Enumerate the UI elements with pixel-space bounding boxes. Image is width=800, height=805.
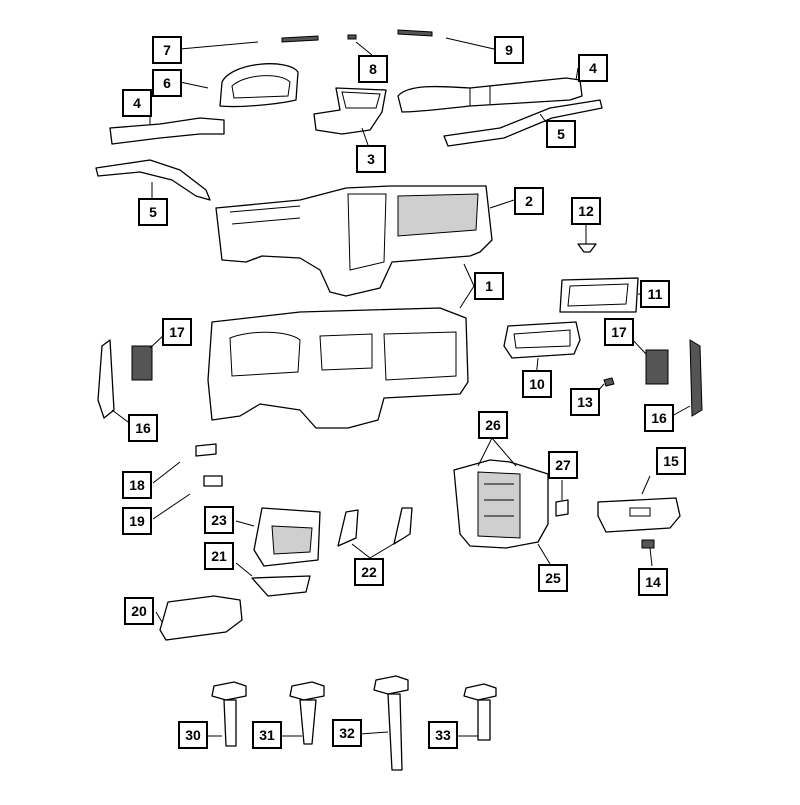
callout-4-left: 4 <box>122 89 152 117</box>
part-30-bolt <box>211 681 247 747</box>
part-7-strip <box>281 35 319 43</box>
callout-25: 25 <box>538 564 568 592</box>
callout-10: 10 <box>522 370 552 398</box>
callout-17-left: 17 <box>162 318 192 346</box>
part-8-clip <box>347 34 357 40</box>
callout-5-right: 5 <box>546 120 576 148</box>
part-22-right-bracket <box>393 507 413 545</box>
part-22-left-bracket <box>337 509 359 547</box>
part-17-right-vent <box>645 349 669 385</box>
part-5-right-duct <box>443 99 603 147</box>
callout-1: 1 <box>474 272 504 300</box>
part-25-center-bezel <box>453 459 549 549</box>
callout-5-left: 5 <box>138 198 168 226</box>
callout-11: 11 <box>640 280 670 308</box>
part-10-glovebox-bin <box>503 321 581 359</box>
part-13-clip <box>603 377 615 387</box>
callout-27: 27 <box>548 451 578 479</box>
part-33-bolt <box>463 683 497 741</box>
part-15-glovebox-door <box>597 497 681 533</box>
part-27-knob <box>555 499 569 517</box>
callout-2: 2 <box>514 187 544 215</box>
part-1-instrument-panel <box>207 307 469 429</box>
callout-26: 26 <box>478 411 508 439</box>
part-17-left-vent <box>131 345 153 381</box>
part-18-bracket <box>195 443 217 457</box>
part-12-clip <box>577 243 597 253</box>
part-2-cross-car-beam <box>215 185 493 297</box>
part-3-center-duct <box>313 87 387 135</box>
part-21-trim <box>251 575 311 597</box>
part-31-bolt <box>289 681 325 745</box>
callout-17-right: 17 <box>604 318 634 346</box>
part-23-lower-bracket <box>253 507 321 567</box>
callout-6: 6 <box>152 69 182 97</box>
part-19-bracket <box>203 475 223 487</box>
callout-20: 20 <box>124 597 154 625</box>
part-5-left-duct <box>95 159 211 201</box>
callout-4-right: 4 <box>578 54 608 82</box>
callout-33: 33 <box>428 721 458 749</box>
callout-3: 3 <box>356 145 386 173</box>
callout-23: 23 <box>204 506 234 534</box>
callout-13: 13 <box>570 388 600 416</box>
callout-7: 7 <box>152 36 182 64</box>
callout-19: 19 <box>122 507 152 535</box>
callout-22: 22 <box>354 558 384 586</box>
part-16-left-end-cap <box>97 339 115 419</box>
part-9-strip <box>397 29 433 37</box>
callout-9: 9 <box>494 36 524 64</box>
callout-16-right: 16 <box>644 404 674 432</box>
callout-30: 30 <box>178 721 208 749</box>
callout-18: 18 <box>122 471 152 499</box>
part-16-right-end-cap <box>689 339 703 417</box>
callout-32: 32 <box>332 719 362 747</box>
part-14-latch <box>641 539 655 549</box>
callout-31: 31 <box>252 721 282 749</box>
callout-15: 15 <box>656 447 686 475</box>
callout-16-left: 16 <box>128 414 158 442</box>
part-32-bolt <box>373 675 409 771</box>
part-4-left-duct <box>109 117 225 145</box>
part-11-trim-panel <box>559 277 639 313</box>
part-20-knee-bolster <box>159 595 243 641</box>
callout-21: 21 <box>204 542 234 570</box>
callout-12: 12 <box>571 197 601 225</box>
callout-14: 14 <box>638 568 668 596</box>
part-6-cluster-bezel <box>219 63 299 108</box>
part-4-right-duct <box>397 77 583 113</box>
callout-8: 8 <box>358 55 388 83</box>
